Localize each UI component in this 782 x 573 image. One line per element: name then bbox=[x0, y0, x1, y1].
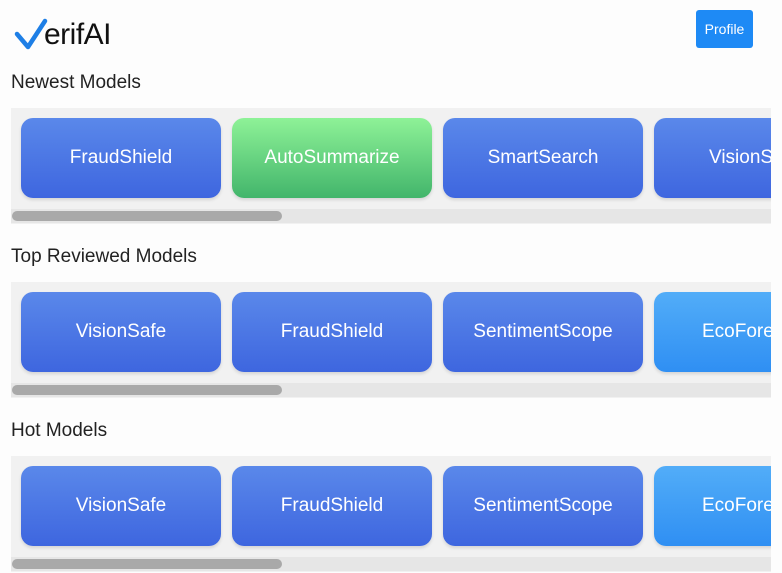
model-card[interactable]: AutoSummarize bbox=[232, 118, 432, 198]
logo-text: erifAI bbox=[44, 18, 112, 51]
model-card[interactable]: VisionSafe bbox=[21, 466, 221, 546]
scrollbar-thumb[interactable] bbox=[12, 559, 282, 569]
model-card[interactable]: FraudShield bbox=[232, 466, 432, 546]
section-title-newest: Newest Models bbox=[11, 72, 141, 93]
scrollbar-thumb[interactable] bbox=[12, 385, 282, 395]
card-list: FraudShield AutoSummarize SmartSearch Vi… bbox=[21, 118, 771, 198]
profile-button[interactable]: Profile bbox=[696, 10, 753, 48]
model-card[interactable]: EcoFore bbox=[654, 292, 771, 372]
card-list: VisionSafe FraudShield SentimentScope Ec… bbox=[21, 292, 771, 372]
horizontal-scrollbar[interactable] bbox=[11, 383, 771, 397]
horizontal-scrollbar[interactable] bbox=[11, 557, 771, 571]
model-card[interactable]: FraudShield bbox=[21, 118, 221, 198]
scrollbar-thumb[interactable] bbox=[12, 211, 282, 221]
header: erifAI Profile bbox=[0, 0, 782, 64]
section-title-hot: Hot Models bbox=[11, 420, 108, 441]
model-card[interactable]: SmartSearch bbox=[443, 118, 643, 198]
model-carousel-newest[interactable]: FraudShield AutoSummarize SmartSearch Vi… bbox=[11, 108, 771, 224]
model-card[interactable]: FraudShield bbox=[232, 292, 432, 372]
model-card[interactable]: SentimentScope bbox=[443, 466, 643, 546]
model-card[interactable]: VisionS bbox=[654, 118, 771, 198]
checkmark-v-icon bbox=[14, 18, 48, 50]
model-card[interactable]: SentimentScope bbox=[443, 292, 643, 372]
section-title-top-reviewed: Top Reviewed Models bbox=[11, 246, 197, 267]
card-list: VisionSafe FraudShield SentimentScope Ec… bbox=[21, 466, 771, 546]
model-card[interactable]: EcoFore bbox=[654, 466, 771, 546]
model-card[interactable]: VisionSafe bbox=[21, 292, 221, 372]
horizontal-scrollbar[interactable] bbox=[11, 209, 771, 223]
model-carousel-hot[interactable]: VisionSafe FraudShield SentimentScope Ec… bbox=[11, 456, 771, 572]
model-carousel-top-reviewed[interactable]: VisionSafe FraudShield SentimentScope Ec… bbox=[11, 282, 771, 398]
logo[interactable]: erifAI bbox=[14, 14, 112, 54]
